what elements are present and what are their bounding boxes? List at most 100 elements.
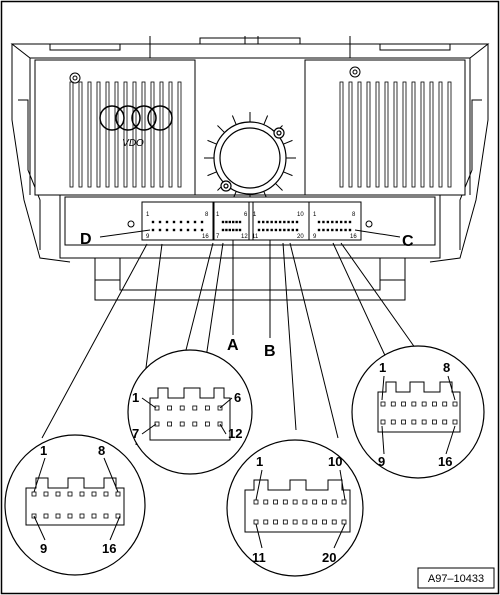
header-pin bbox=[326, 220, 330, 224]
callout-c-pin-16: 16 bbox=[438, 454, 452, 469]
callout-pin bbox=[292, 519, 298, 525]
vent-slat bbox=[402, 81, 407, 188]
callout-pin bbox=[421, 401, 427, 407]
callout-pin bbox=[154, 421, 160, 427]
vent-slat bbox=[393, 81, 398, 188]
vent-slat bbox=[447, 81, 452, 188]
connector-label-a: A bbox=[227, 337, 239, 354]
callout-pin bbox=[179, 405, 185, 411]
header-pin bbox=[225, 220, 228, 224]
callout-pin bbox=[442, 419, 448, 425]
header-pin bbox=[165, 228, 169, 232]
callout-pin bbox=[204, 405, 210, 411]
header-pin bbox=[344, 220, 347, 224]
callout-pin bbox=[282, 499, 288, 505]
header-b-pin-10: 10 bbox=[297, 212, 304, 218]
callout-c-pin-1: 1 bbox=[379, 360, 386, 375]
header-pin bbox=[266, 228, 269, 232]
header-pin bbox=[151, 228, 155, 232]
header-pin bbox=[193, 228, 197, 232]
header-pin bbox=[165, 220, 169, 224]
header-a-pin-12: 12 bbox=[241, 234, 248, 240]
header-pin bbox=[228, 220, 231, 224]
header-c-pin-9: 9 bbox=[313, 234, 317, 240]
callout-pin bbox=[432, 401, 437, 407]
callout-pin bbox=[67, 491, 73, 497]
header-connector-c bbox=[308, 201, 362, 241]
callout-pin bbox=[273, 519, 278, 525]
gauge-spoke bbox=[275, 183, 283, 191]
vent-slat bbox=[78, 81, 83, 188]
callout-pin bbox=[312, 519, 318, 525]
callout-pin bbox=[380, 419, 386, 425]
header-pin bbox=[278, 220, 282, 224]
callout-pin bbox=[55, 491, 61, 497]
callout-pin bbox=[43, 513, 49, 519]
connector-header-strip bbox=[64, 196, 436, 246]
header-pin bbox=[291, 228, 294, 232]
callout-pin bbox=[282, 519, 288, 525]
gauge-spoke bbox=[263, 115, 269, 125]
callout-pin bbox=[217, 421, 223, 427]
callout-connector-c: 1 8 9 16 bbox=[351, 345, 485, 479]
callout-a-pin-1: 1 bbox=[132, 390, 139, 405]
callout-b-pin-20: 20 bbox=[322, 550, 336, 565]
callout-pin bbox=[390, 419, 396, 425]
callout-pin bbox=[31, 513, 37, 519]
header-pin bbox=[270, 228, 273, 232]
callout-d-pin-9: 9 bbox=[40, 541, 47, 556]
header-pin bbox=[348, 228, 352, 232]
header-pin bbox=[200, 228, 204, 232]
vent-slat bbox=[132, 81, 137, 188]
header-pin bbox=[262, 220, 265, 224]
vent-slat bbox=[177, 81, 182, 188]
vent-slat bbox=[159, 81, 164, 188]
header-pin bbox=[339, 220, 343, 224]
callout-pin bbox=[442, 401, 448, 407]
header-b-pin-1: 1 bbox=[253, 212, 257, 218]
header-a-pin-7: 7 bbox=[216, 234, 220, 240]
header-pin bbox=[172, 220, 176, 224]
gauge-vent-slats bbox=[69, 81, 452, 188]
header-pin bbox=[257, 228, 261, 232]
header-pin bbox=[262, 228, 265, 232]
header-pin bbox=[179, 220, 183, 224]
callout-pin bbox=[167, 405, 173, 411]
vent-slat bbox=[114, 81, 119, 188]
callout-d-pin-8: 8 bbox=[98, 443, 105, 458]
callout-pin bbox=[452, 401, 458, 407]
header-pin bbox=[322, 228, 325, 232]
header-pin bbox=[235, 220, 238, 224]
header-pin bbox=[193, 220, 197, 224]
vent-slat bbox=[150, 81, 155, 188]
header-pin bbox=[287, 220, 290, 224]
callout-pin bbox=[411, 419, 417, 425]
header-pin bbox=[221, 220, 225, 224]
callout-b-pin-11: 11 bbox=[252, 550, 266, 565]
center-gauge bbox=[204, 112, 296, 204]
connector-label-c: C bbox=[402, 233, 414, 250]
header-pin-labels: 1 8 9 16 1 6 7 12 1 10 11 20 1 8 9 16 bbox=[146, 212, 357, 240]
callout-pin bbox=[331, 519, 337, 525]
header-pin bbox=[348, 220, 352, 224]
figure-id-box bbox=[417, 567, 495, 589]
callout-pin bbox=[43, 491, 49, 497]
header-b-pin-20: 20 bbox=[297, 234, 304, 240]
header-pin bbox=[235, 228, 238, 232]
callout-connector-d: 1 8 9 16 bbox=[4, 434, 146, 576]
header-pin bbox=[317, 220, 321, 224]
header-pin bbox=[257, 220, 261, 224]
header-pin bbox=[158, 220, 162, 224]
header-pin bbox=[228, 228, 231, 232]
header-d-pin-8: 8 bbox=[205, 212, 209, 218]
header-pin bbox=[339, 228, 343, 232]
gauge-spoke bbox=[217, 125, 225, 133]
callout-pin bbox=[421, 419, 427, 425]
callout-pin bbox=[192, 405, 198, 411]
connector-label-b: B bbox=[264, 343, 276, 360]
vent-slat bbox=[366, 81, 371, 188]
callout-pin bbox=[204, 421, 210, 427]
callout-pin bbox=[103, 513, 109, 519]
callout-connector-a: 1 6 7 12 bbox=[127, 349, 253, 475]
